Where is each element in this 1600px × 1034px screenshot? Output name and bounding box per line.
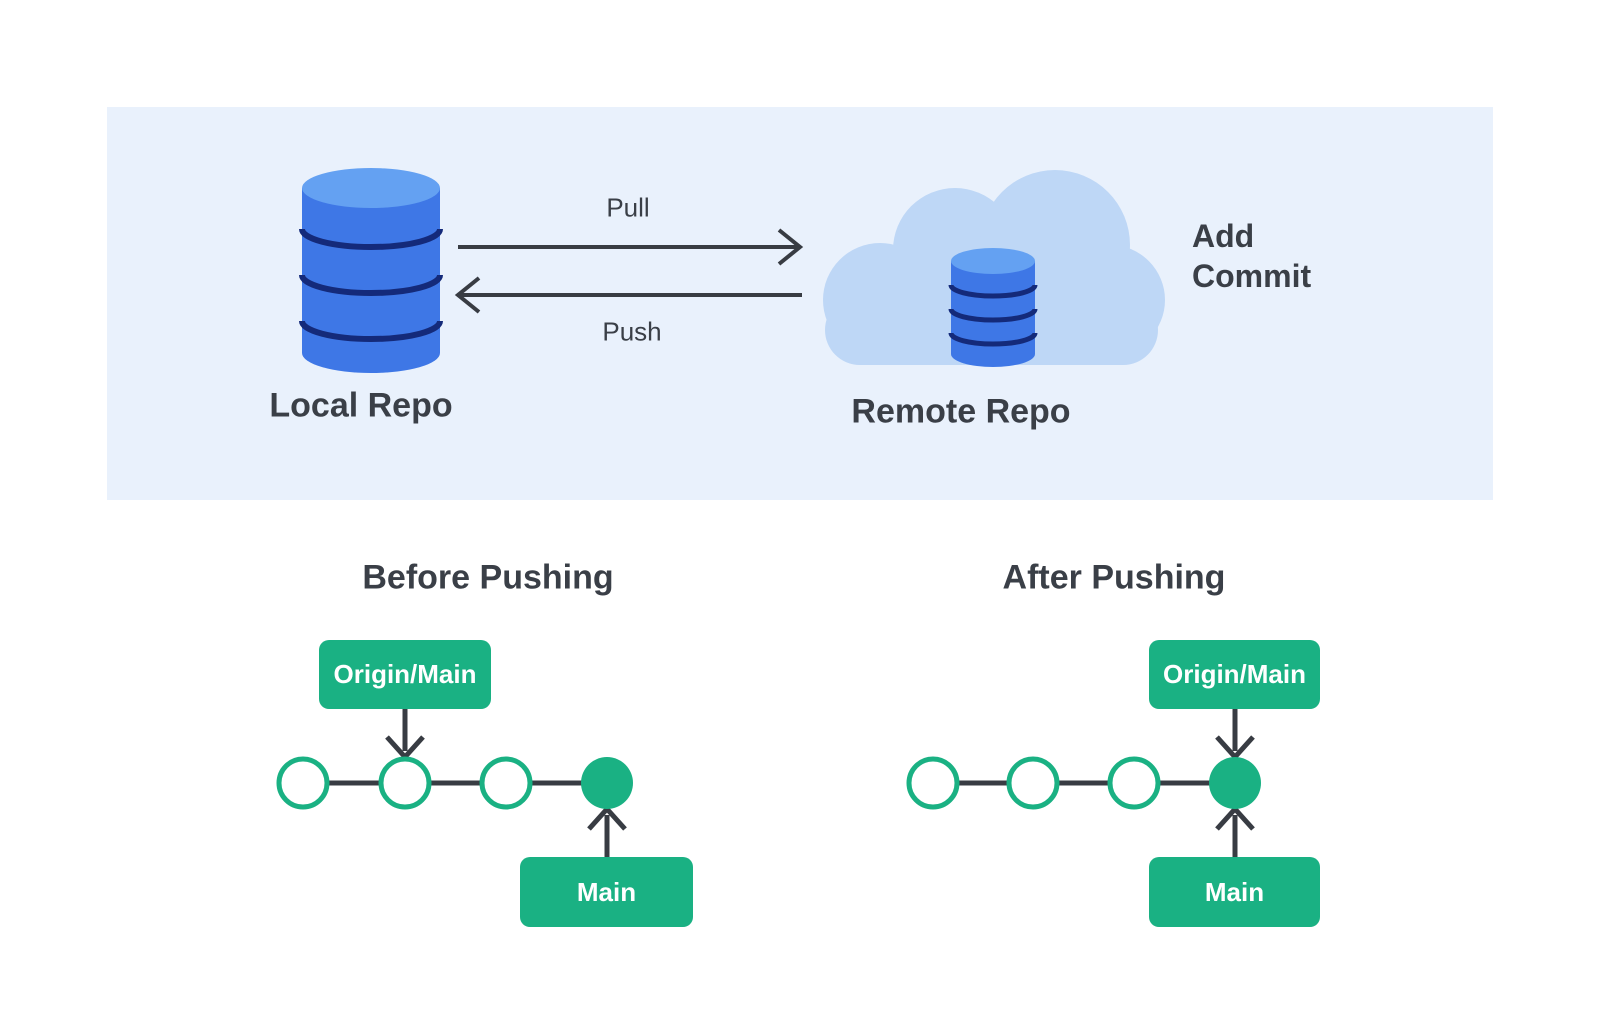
database-body [302, 188, 440, 373]
database-icon [299, 168, 443, 373]
commit-node-empty [1006, 756, 1060, 810]
pull-label: Pull [606, 192, 650, 223]
add-commit-label: Add Commit [1192, 218, 1312, 294]
commit-node-empty [276, 756, 330, 810]
database-ring [948, 284, 1038, 299]
origin-main-pointer-arrow [385, 709, 425, 761]
pull-arrow [458, 228, 804, 266]
origin-main-pointer-arrow [1215, 709, 1255, 761]
after-origin-main-badge: Origin/Main [1149, 640, 1320, 709]
after-commit-graph [906, 709, 1261, 857]
before-origin-main-badge: Origin/Main [319, 640, 491, 709]
before-main-badge: Main [520, 857, 693, 927]
local-repo-label: Local Repo [269, 386, 453, 425]
database-ring [299, 228, 443, 250]
after-main-badge: Main [1149, 857, 1320, 927]
before-commit-graph [276, 709, 633, 857]
database-ring [948, 332, 1038, 347]
main-pointer-arrow [587, 805, 627, 857]
after-pushing-title: After Pushing [1002, 558, 1226, 597]
commit-node-empty [906, 756, 960, 810]
push-arrow [454, 276, 802, 314]
remote-database-icon [948, 248, 1038, 367]
commit-node-filled [1209, 757, 1261, 809]
main-pointer-arrow [1215, 805, 1255, 857]
commit-node-empty [378, 756, 432, 810]
database-ring [948, 308, 1038, 323]
database-ring [299, 320, 443, 342]
commit-node-empty [479, 756, 533, 810]
database-top [302, 168, 440, 208]
database-body [951, 261, 1035, 367]
database-ring [299, 274, 443, 296]
commit-node-filled [581, 757, 633, 809]
remote-repo-label: Remote Repo [851, 392, 1071, 431]
push-label: Push [602, 316, 662, 347]
commit-node-empty [1107, 756, 1161, 810]
before-pushing-title: Before Pushing [362, 558, 614, 597]
database-top [951, 248, 1035, 274]
